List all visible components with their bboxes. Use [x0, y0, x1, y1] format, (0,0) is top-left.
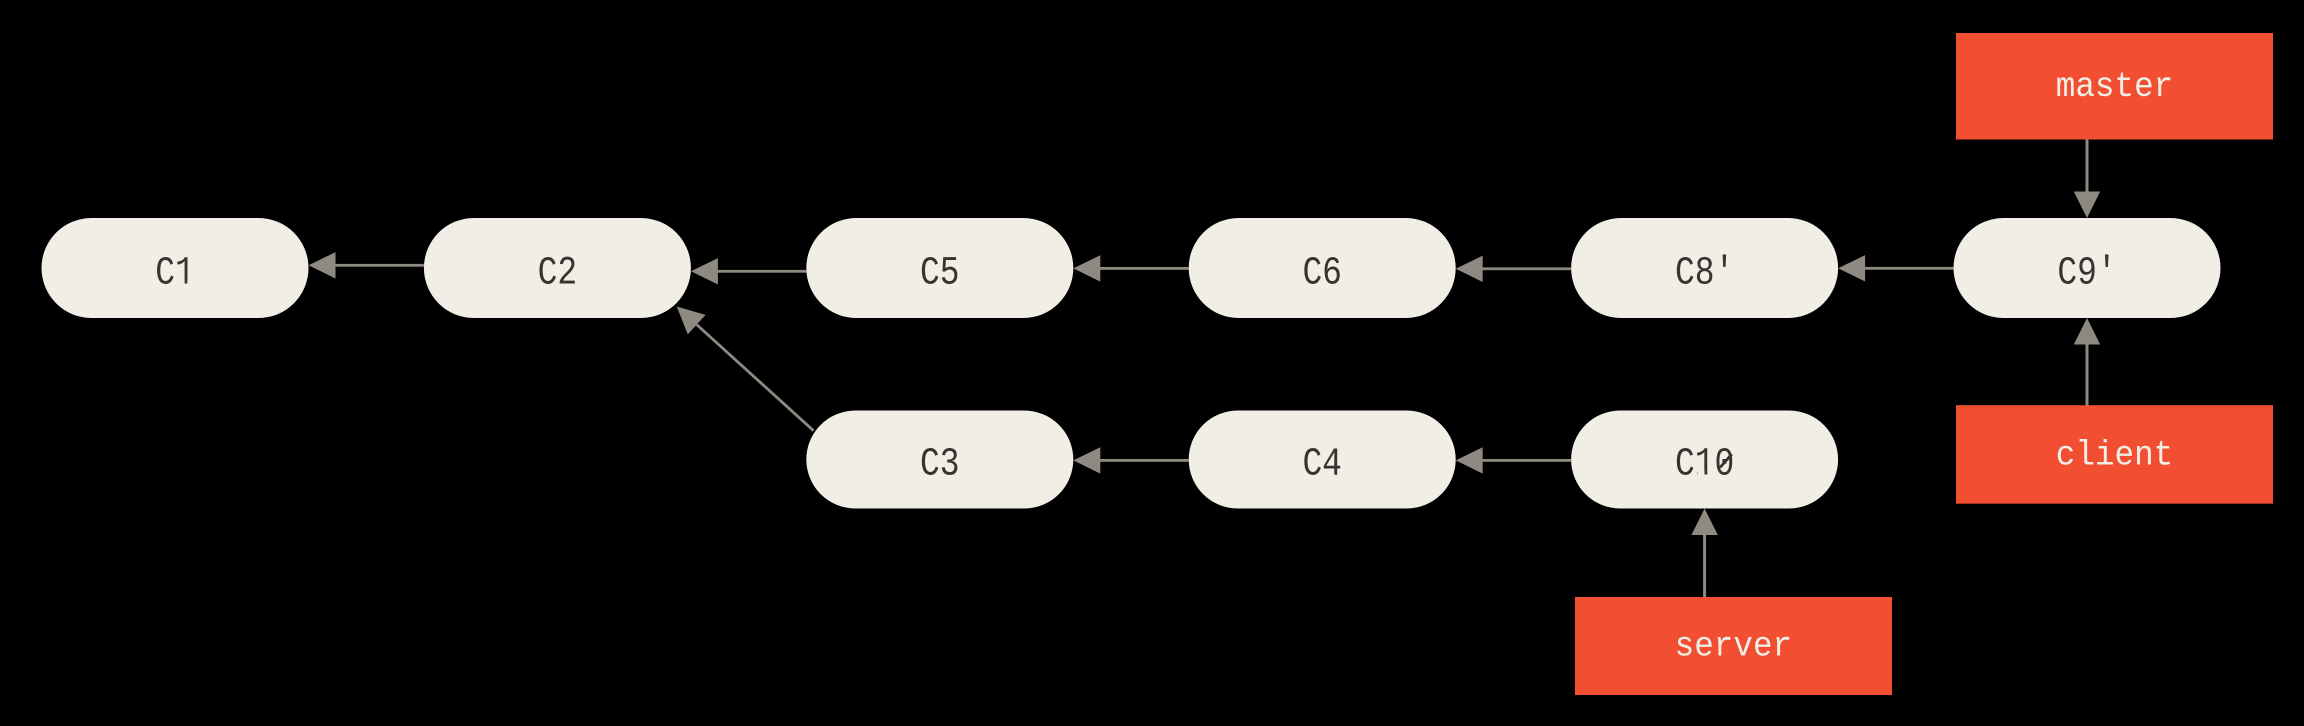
svg-text:C1: C1 [155, 251, 195, 296]
svg-text:server: server [1675, 627, 1793, 667]
svg-text:C3: C3 [920, 443, 960, 488]
svg-text:C10: C10 [1675, 443, 1734, 488]
svg-text:C4: C4 [1302, 443, 1342, 488]
svg-text:C9': C9' [2057, 251, 2116, 296]
svg-text:master: master [2056, 67, 2174, 107]
svg-text:C2: C2 [538, 251, 578, 296]
svg-text:C5: C5 [920, 251, 960, 296]
svg-text:client: client [2056, 435, 2174, 475]
svg-text:C6: C6 [1302, 251, 1342, 296]
svg-text:C8': C8' [1675, 251, 1734, 296]
